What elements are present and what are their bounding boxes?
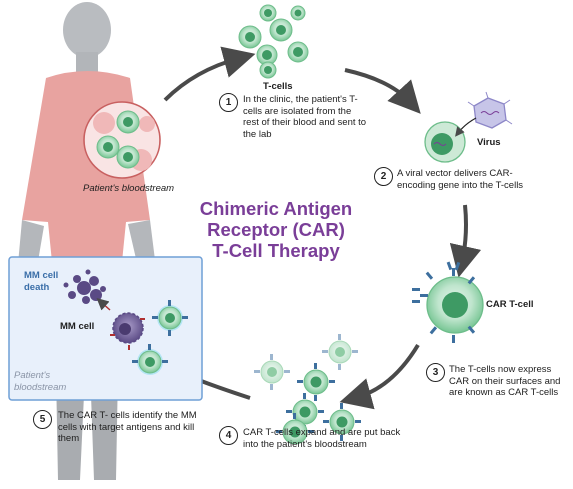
step-2-number: 2 xyxy=(374,167,393,186)
arrow-step-1 xyxy=(163,46,256,102)
diagram-title: Chimeric Antigen Receptor (CAR) T-Cell T… xyxy=(188,198,364,261)
arrow-step-4 xyxy=(339,343,420,410)
t-cells-label: T-cells xyxy=(263,81,293,92)
title-line-2: Receptor (CAR) xyxy=(207,219,345,240)
step-2-text: A viral vector delivers CAR-encoding gen… xyxy=(397,168,524,191)
step-4-text: CAR T-cells expand and are put back into… xyxy=(243,427,401,450)
step-5-number: 5 xyxy=(33,410,52,429)
patient-figure xyxy=(12,2,160,480)
transduced-t-cell xyxy=(424,121,466,163)
t-cell-cluster xyxy=(238,4,309,79)
step-1-number: 1 xyxy=(219,93,238,112)
title-line-3: T-Cell Therapy xyxy=(212,240,340,261)
step-3-text: The T-cells now express CAR on their sur… xyxy=(449,364,561,398)
step-5-text: The CAR T- cells identify the MM cells w… xyxy=(58,410,197,444)
arrow-step-2 xyxy=(344,68,421,114)
car-t-cell xyxy=(412,261,484,343)
virus-particle xyxy=(455,91,513,137)
expanded-car-t-cells xyxy=(254,334,361,445)
virus-label: Virus xyxy=(477,137,501,148)
patient-bloodstream-label: Patient's bloodstream xyxy=(83,183,175,194)
patient-bloodstream-sample xyxy=(83,101,161,179)
inset-bloodstream-label: Patient's bloodstream xyxy=(14,370,67,393)
arrow-step-3 xyxy=(449,204,482,278)
title-line-1: Chimeric Antigen xyxy=(199,198,353,219)
inset-bloodstream-box xyxy=(8,256,203,401)
step-4-number: 4 xyxy=(219,426,238,445)
step-1-text: In the clinic, the patient's T-cells are… xyxy=(243,94,367,140)
mm-cell-label: MM cell xyxy=(60,321,95,332)
car-t-cell-label: CAR T-cell xyxy=(486,299,534,310)
step-3-number: 3 xyxy=(426,363,445,382)
mm-cell-death-label: MM cell death xyxy=(24,270,59,293)
